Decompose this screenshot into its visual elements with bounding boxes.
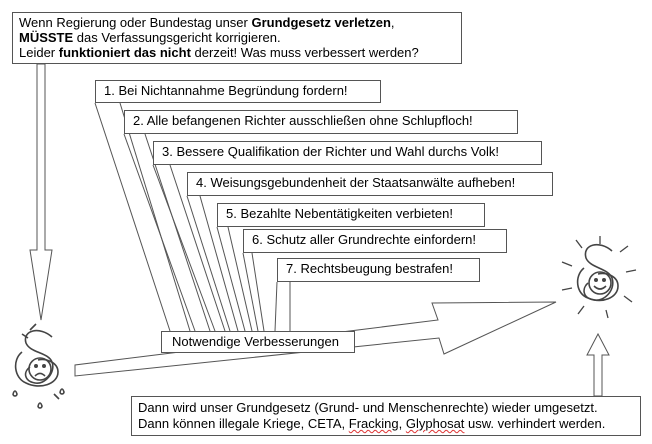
outcome-line-1: Dann wird unser Grundgesetz (Grund- und … [138,400,598,415]
step-4: 4. Weisungsgebundenheit der Staatsanwält… [187,172,553,196]
step-2: 2. Alle befangenen Richter ausschließen … [124,110,518,134]
down-arrow [29,63,53,321]
center-label: Notwendige Verbesserungen [161,331,355,353]
sad-paragraph-icon [12,323,65,409]
step-7: 7. Rechtsbeugung bestrafen! [277,258,480,282]
outcome-line-2: Dann können illegale Kriege, CETA, Frack… [138,416,606,431]
happy-paragraph-icon [561,236,637,319]
step-3: 3. Bessere Qualifikation der Richter und… [153,141,542,165]
intro-box: Wenn Regierung oder Bundestag unser Grun… [12,12,462,64]
funnel-lines [94,102,291,332]
step-6: 6. Schutz aller Grundrechte einfordern! [243,229,507,253]
intro-line-1: Wenn Regierung oder Bundestag unser Grun… [19,15,395,30]
step-1: 1. Bei Nichtannahme Begründung fordern! [95,80,381,103]
outcome-box: Dann wird unser Grundgesetz (Grund- und … [131,396,641,436]
intro-line-3: Leider funktioniert das nicht derzeit! W… [19,45,419,60]
step-5: 5. Bezahlte Nebentätigkeiten verbieten! [217,203,485,227]
intro-line-2: MÜSSTE das Verfassungsgericht korrigiere… [19,30,281,45]
up-arrow [586,332,610,397]
